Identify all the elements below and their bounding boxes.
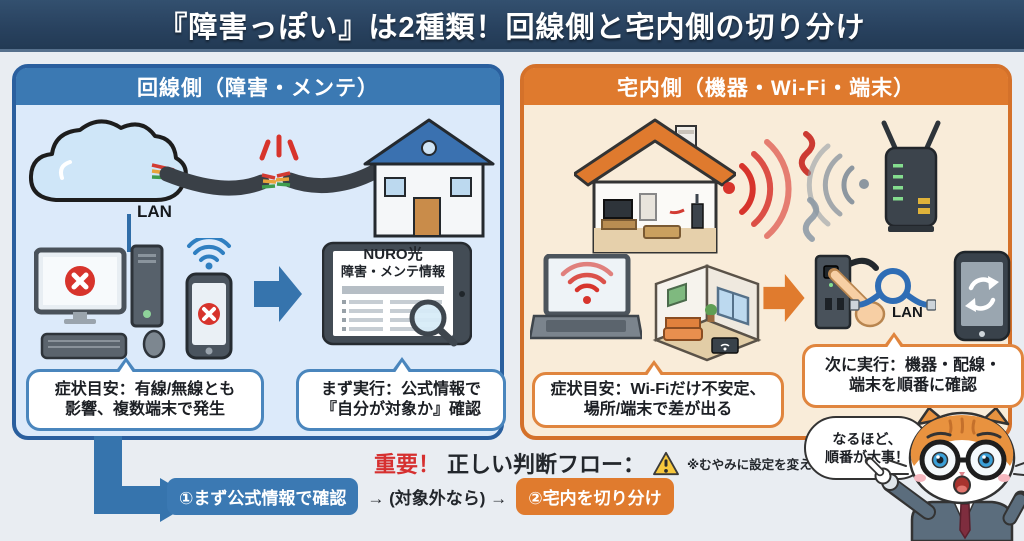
- block-arrow-right-orange-icon: [763, 274, 805, 322]
- line-action-bubble: まず実行：公式情報で 『自分が対象か』確認: [296, 357, 506, 431]
- title-bar: 『障害っぽい』は2種類！回線側と宅内側の切り分け: [0, 0, 1024, 52]
- lan-label-left: LAN: [137, 202, 172, 221]
- wifi-interference-icon: [723, 131, 869, 242]
- refresh-icon: [965, 276, 999, 312]
- flow-step1-badge: ①まず公式情報で確認: [167, 477, 359, 515]
- line-outage-illustration: [28, 118, 495, 238]
- panel-home-side-title: 宅内側（機器・Wi-Fi・端末）: [616, 76, 916, 100]
- magnifier-icon: [409, 299, 458, 347]
- laptop-weak-wifi-icon: [530, 254, 642, 340]
- flow-connector-text: → (対象外なら) →: [367, 488, 508, 508]
- broken-cable-icon: [151, 163, 382, 196]
- tablet-screen-text: NURO光 障害・メンテ情報: [335, 246, 451, 280]
- important-label: 重要！: [374, 452, 441, 477]
- panel-home-side-header: 宅内側（機器・Wi-Fi・端末）: [524, 68, 1008, 105]
- lan-cable-icon: [850, 268, 936, 311]
- panel-line-side: 回線側（障害・メンテ）: [12, 64, 506, 440]
- flow-title: 正しい判断フロー：: [447, 452, 646, 477]
- panel-line-side-title: 回線側（障害・メンテ）: [137, 76, 379, 100]
- tablet-heading: NURO光: [363, 246, 423, 263]
- room-cutaway-icon: [652, 264, 762, 362]
- tablet-status-page-icon: [322, 241, 472, 347]
- cloud-to-pc-connector-line: [127, 214, 131, 252]
- line-symptom-bubble: 症状目安：有線/無線とも 影響、複数端末で発生: [26, 357, 264, 431]
- wifi-icon: [187, 238, 231, 262]
- tablet-subheading: 障害・メンテ情報: [340, 264, 445, 279]
- flow-heading-row: 重要！ 正しい判断フロー： ※むやみに設定を変えない！: [374, 447, 849, 479]
- lan-label-right: LAN: [892, 304, 923, 321]
- panel-line-side-header: 回線側（障害・メンテ）: [16, 68, 500, 105]
- page-title: 『障害っぽい』は2種類！回線側と宅内側の切り分け: [158, 11, 866, 44]
- cloud-icon: [28, 119, 188, 202]
- block-arrow-right-blue-icon: [254, 266, 302, 322]
- router-icon: [881, 120, 941, 232]
- flow-step2-badge: ②宅内を切り分け: [516, 477, 674, 515]
- home-cutaway-icon: [574, 118, 736, 254]
- home-action-bubble: 次に実行：機器・配線・ 端末を順番に確認: [802, 332, 1024, 408]
- warning-triangle-icon: [653, 451, 679, 475]
- smartphone-restart-icon: [953, 250, 1011, 342]
- smartphone-error-icon: [185, 238, 233, 360]
- house-icon: [363, 118, 495, 238]
- home-symptom-bubble: 症状目安：Wi-Fiだけ不安定、 場所/端末で差が出る: [532, 360, 784, 428]
- desktop-pc-error-icon: [34, 244, 166, 360]
- red-noise-squiggle: [798, 131, 816, 176]
- cat-mascot-icon: [864, 408, 1024, 541]
- flow-arrow-horizontal: [94, 486, 160, 514]
- panel-home-side: 宅内側（機器・Wi-Fi・端末）: [520, 64, 1024, 440]
- decision-flow-row: ①まず公式情報で確認 → (対象外なら) → ②宅内を切り分け: [167, 477, 674, 515]
- spark-marks-icon: [259, 134, 299, 161]
